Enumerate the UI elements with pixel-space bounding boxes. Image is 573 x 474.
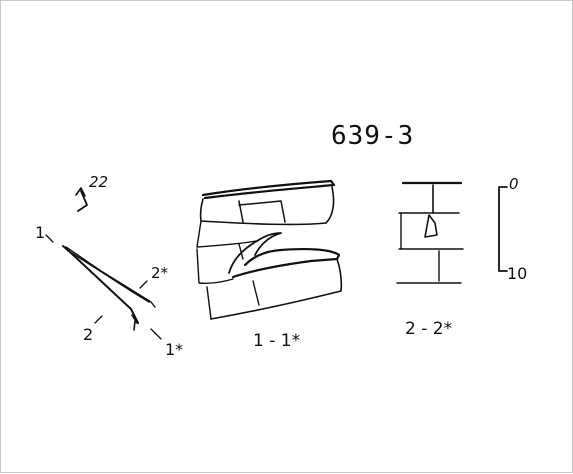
section-2-drawing <box>396 181 464 284</box>
orientation-arrow-icon <box>75 187 88 212</box>
scale-top-label: 0 <box>509 175 519 193</box>
section-mark-2star: 2* <box>151 264 169 282</box>
scale-bottom-label: 10 <box>507 264 527 283</box>
section-mark-1: 1 <box>35 223 45 242</box>
scale-bar <box>498 186 508 272</box>
orientation-label: 22 <box>89 173 108 191</box>
section-tick-1 <box>45 234 54 243</box>
artifact-profile <box>62 245 156 331</box>
section-mark-1star: 1* <box>165 340 183 359</box>
section-tick-2star <box>139 280 148 289</box>
section-1-label: 1 - 1* <box>253 331 300 351</box>
section-tick-1star <box>150 328 162 340</box>
section-2-label: 2 - 2* <box>405 319 452 339</box>
section-tick-2 <box>94 315 103 324</box>
section-mark-2: 2 <box>83 325 93 344</box>
figure-id-label: 639-3 <box>331 121 414 151</box>
section-1-drawing <box>196 179 343 320</box>
